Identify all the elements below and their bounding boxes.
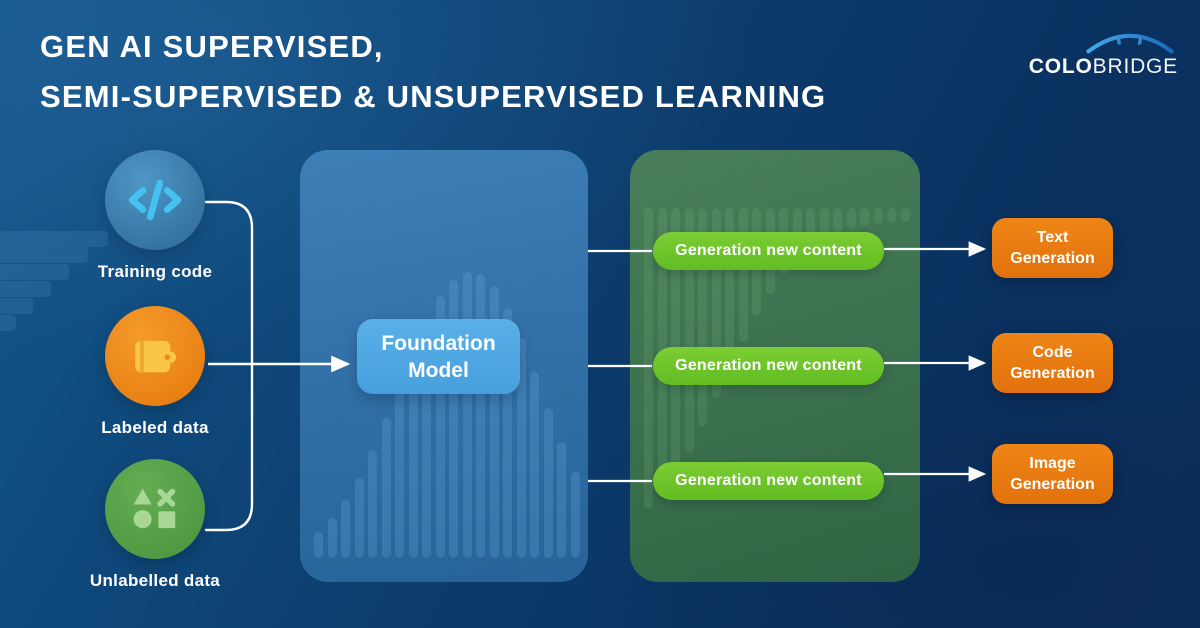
output-label-line-1: Text xyxy=(1036,229,1069,246)
pill-label: Generation new content xyxy=(675,472,862,489)
output-label-line-1: Image xyxy=(1029,455,1076,472)
output-image-generation: Image Generation xyxy=(992,444,1113,504)
output-label-line-2: Generation xyxy=(1010,476,1095,493)
colobridge-logo: COLOBRIDGE xyxy=(1018,28,1178,79)
logo-text-bridge: BRIDGE xyxy=(1092,55,1178,78)
output-label-line-1: Code xyxy=(1032,344,1073,361)
input-label: Labeled data xyxy=(101,418,209,437)
title-line-2: SEMI-SUPERVISED & UNSUPERVISED LEARNING xyxy=(40,79,827,114)
pill-label: Generation new content xyxy=(675,357,862,374)
foundation-model-box: Foundation Model xyxy=(357,319,520,394)
output-label-line-2: Generation xyxy=(1010,365,1095,382)
input-unlabelled-data: Unlabelled data xyxy=(55,459,255,591)
shapes-icon xyxy=(133,488,176,529)
input-training-code: Training code xyxy=(55,150,255,282)
output-label-line-2: Generation xyxy=(1010,250,1095,267)
input-label: Unlabelled data xyxy=(89,571,221,590)
logo-wordmark: COLOBRIDGE xyxy=(1018,55,1178,79)
generation-pill-2: Generation new content xyxy=(653,347,884,385)
training-code-circle xyxy=(105,150,205,250)
input-label: Training code xyxy=(97,262,213,281)
pill-label: Generation new content xyxy=(675,242,862,259)
input-labeled-data: Labeled data xyxy=(55,306,255,438)
labeled-data-circle xyxy=(105,306,205,406)
unlabelled-data-circle xyxy=(105,459,205,559)
code-icon xyxy=(128,179,182,221)
bridge-icon xyxy=(1086,33,1174,54)
generation-pill-1: Generation new content xyxy=(653,232,884,270)
title-line-1: GEN AI SUPERVISED, xyxy=(40,29,384,64)
wallet-icon xyxy=(135,340,176,373)
output-text-generation: Text Generation xyxy=(992,218,1113,278)
model-label-line-2: Model xyxy=(408,358,469,382)
model-label-line-1: Foundation xyxy=(381,331,496,355)
generation-pill-3: Generation new content xyxy=(653,462,884,500)
logo-text-colo: COLO xyxy=(1028,55,1093,78)
page-title: GEN AI SUPERVISED, SEMI-SUPERVISED & UNS… xyxy=(40,22,826,122)
output-code-generation: Code Generation xyxy=(992,333,1113,393)
